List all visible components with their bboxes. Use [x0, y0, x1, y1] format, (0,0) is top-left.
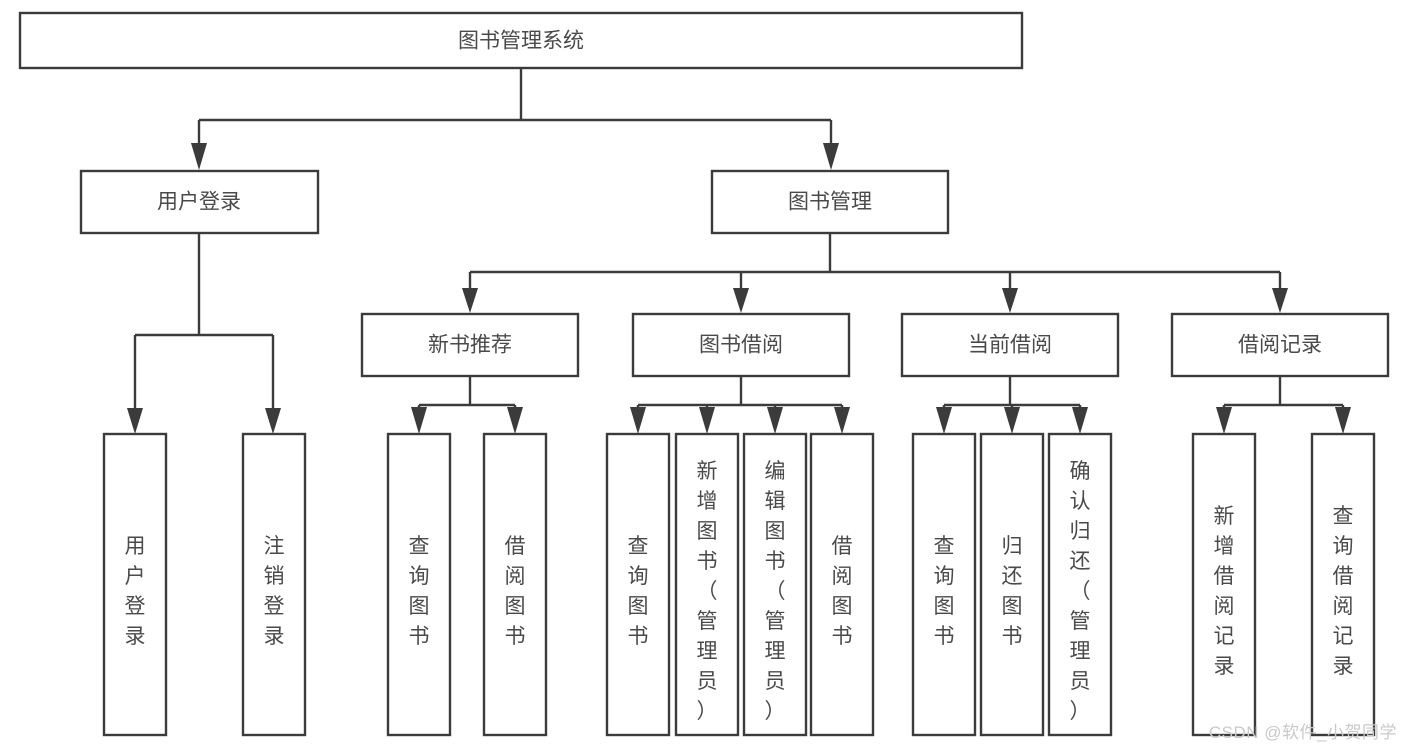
arrowhead-leaf-borrow-book-1 [507, 407, 523, 434]
node-leaf-query-book-3[interactable]: 查询图书 [911, 432, 977, 737]
node-book-manage-label: 图书管理 [788, 191, 872, 214]
node-leaf-query-record-label: 查询借阅记录 [1333, 505, 1354, 678]
connector-group-new-book-recommend [411, 376, 523, 434]
node-leaf-confirm-return-label: 确认归还（管理员） [1070, 460, 1091, 723]
node-new-book-recommend-label: 新书推荐 [428, 334, 512, 357]
node-leaf-query-book-1[interactable]: 查询图书 [386, 432, 452, 737]
node-book-borrow[interactable]: 图书借阅 [631, 312, 851, 378]
node-current-borrow[interactable]: 当前借阅 [900, 312, 1120, 378]
node-leaf-return-book[interactable]: 归还图书 [979, 432, 1045, 737]
node-leaf-add-book[interactable]: 新增图书（管理员） [674, 432, 740, 737]
connector-group-current-borrow [936, 376, 1088, 434]
node-user-login[interactable]: 用户登录 [79, 169, 320, 235]
node-leaf-borrow-book-1[interactable]: 借阅图书 [482, 432, 548, 737]
arrowhead-new-book-recommend [462, 288, 478, 313]
node-leaf-borrow-book-1-label: 借阅图书 [505, 535, 526, 648]
node-leaf-add-record[interactable]: 新增借阅记录 [1191, 432, 1257, 737]
node-leaf-borrow-book-2-box [809, 432, 875, 737]
node-leaf-confirm-return-box [1047, 432, 1113, 737]
node-current-borrow-label: 当前借阅 [968, 334, 1052, 357]
node-user-login-box [79, 169, 320, 235]
node-leaf-add-record-box [1191, 432, 1257, 737]
arrowhead-leaf-query-book-2 [630, 407, 646, 434]
node-book-borrow-label: 图书借阅 [699, 334, 783, 357]
node-leaf-query-record-box [1310, 432, 1376, 737]
arrowhead-leaf-query-book-3 [936, 407, 952, 434]
node-current-borrow-box [900, 312, 1120, 378]
node-root-system[interactable]: 图书管理系统 [18, 11, 1024, 70]
node-leaf-query-book-2-box [605, 432, 671, 737]
connector-group-user-login [127, 233, 281, 434]
arrowhead-leaf-query-book-1 [411, 407, 427, 434]
arrowhead-leaf-confirm-return [1072, 407, 1088, 434]
connector-group-root [191, 68, 839, 170]
node-leaf-user-login-box [102, 432, 168, 737]
node-leaf-add-book-box [674, 432, 740, 737]
arrowhead-leaf-user-login [127, 408, 143, 434]
arrowhead-current-borrow [1002, 288, 1018, 313]
node-leaf-user-logout-label: 注销登录 [264, 535, 285, 648]
node-root-box [18, 11, 1024, 70]
node-leaf-edit-book[interactable]: 编辑图书（管理员） [742, 432, 808, 737]
arrowhead-leaf-return-book [1004, 407, 1020, 434]
connector-group-borrow-record [1216, 376, 1351, 434]
node-leaf-query-book-1-label: 查询图书 [409, 535, 430, 648]
node-leaf-borrow-book-2[interactable]: 借阅图书 [809, 432, 875, 737]
node-root-label: 图书管理系统 [458, 30, 584, 53]
node-book-manage[interactable]: 图书管理 [710, 169, 950, 235]
node-book-manage-box [710, 169, 950, 235]
arrowhead-leaf-edit-book [767, 407, 783, 434]
node-leaf-user-logout[interactable]: 注销登录 [241, 432, 307, 737]
node-leaf-borrow-book-1-box [482, 432, 548, 737]
arrowhead-borrow-record [1272, 288, 1288, 313]
node-leaf-user-login[interactable]: 用户登录 [102, 432, 168, 737]
node-leaf-user-logout-box [241, 432, 307, 737]
node-leaf-query-record[interactable]: 查询借阅记录 [1310, 432, 1376, 737]
node-new-book-recommend-box [360, 312, 580, 378]
node-leaf-confirm-return[interactable]: 确认归还（管理员） [1047, 432, 1113, 737]
connector-group-book-borrow [630, 376, 850, 434]
node-leaf-borrow-book-2-label: 借阅图书 [832, 535, 853, 648]
node-book-borrow-box [631, 312, 851, 378]
node-leaf-return-book-label: 归还图书 [1002, 535, 1023, 648]
arrowhead-leaf-add-record [1216, 407, 1232, 434]
node-leaf-query-book-2[interactable]: 查询图书 [605, 432, 671, 737]
node-leaf-return-book-box [979, 432, 1045, 737]
arrowhead-leaf-query-record [1335, 407, 1351, 434]
node-leaf-query-book-3-label: 查询图书 [934, 535, 955, 648]
arrowhead-leaf-borrow-book-2 [834, 407, 850, 434]
node-borrow-record[interactable]: 借阅记录 [1170, 312, 1390, 378]
connector-group-book-manage [462, 233, 1288, 313]
node-borrow-record-box [1170, 312, 1390, 378]
node-borrow-record-label: 借阅记录 [1238, 334, 1322, 357]
node-leaf-edit-book-label: 编辑图书（管理员） [765, 460, 786, 723]
node-leaf-query-book-2-label: 查询图书 [628, 535, 649, 648]
node-leaf-edit-book-box [742, 432, 808, 737]
node-leaf-add-book-label: 新增图书（管理员） [697, 460, 718, 723]
node-leaf-query-book-1-box [386, 432, 452, 737]
node-leaf-query-book-3-box [911, 432, 977, 737]
arrowhead-book-borrow [733, 288, 749, 313]
node-leaf-user-login-label: 用户登录 [125, 535, 146, 648]
node-new-book-recommend[interactable]: 新书推荐 [360, 312, 580, 378]
arrowhead-user-login [191, 143, 207, 170]
arrowhead-book-manage [823, 143, 839, 170]
arrowhead-leaf-add-book [699, 407, 715, 434]
arrowhead-leaf-user-logout [265, 408, 281, 434]
node-user-login-label: 用户登录 [157, 191, 241, 214]
node-leaf-add-record-label: 新增借阅记录 [1214, 505, 1235, 678]
